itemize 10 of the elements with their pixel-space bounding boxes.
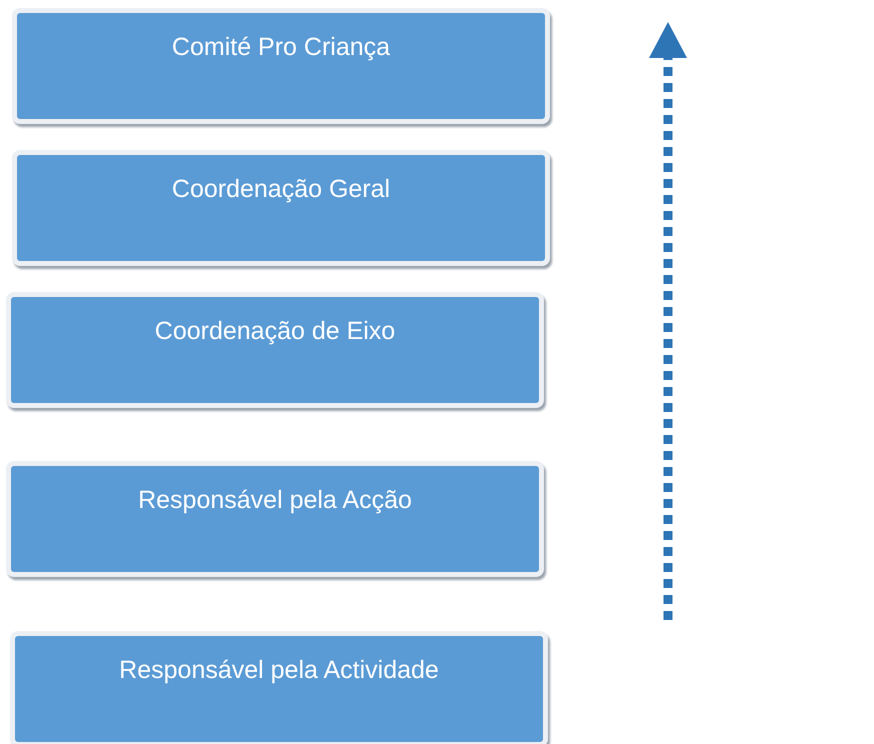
box-label: Coordenação de Eixo xyxy=(154,317,396,345)
box-label: Coordenação Geral xyxy=(172,175,390,203)
process-box xyxy=(12,150,550,266)
process-box xyxy=(12,8,550,124)
process-box xyxy=(6,461,544,577)
box-label: Responsável pela Actividade xyxy=(119,656,439,684)
process-box xyxy=(10,631,548,744)
box-label: Responsável pela Acção xyxy=(138,486,412,514)
process-box xyxy=(6,292,544,408)
box-label: Comité Pro Criança xyxy=(172,33,390,61)
